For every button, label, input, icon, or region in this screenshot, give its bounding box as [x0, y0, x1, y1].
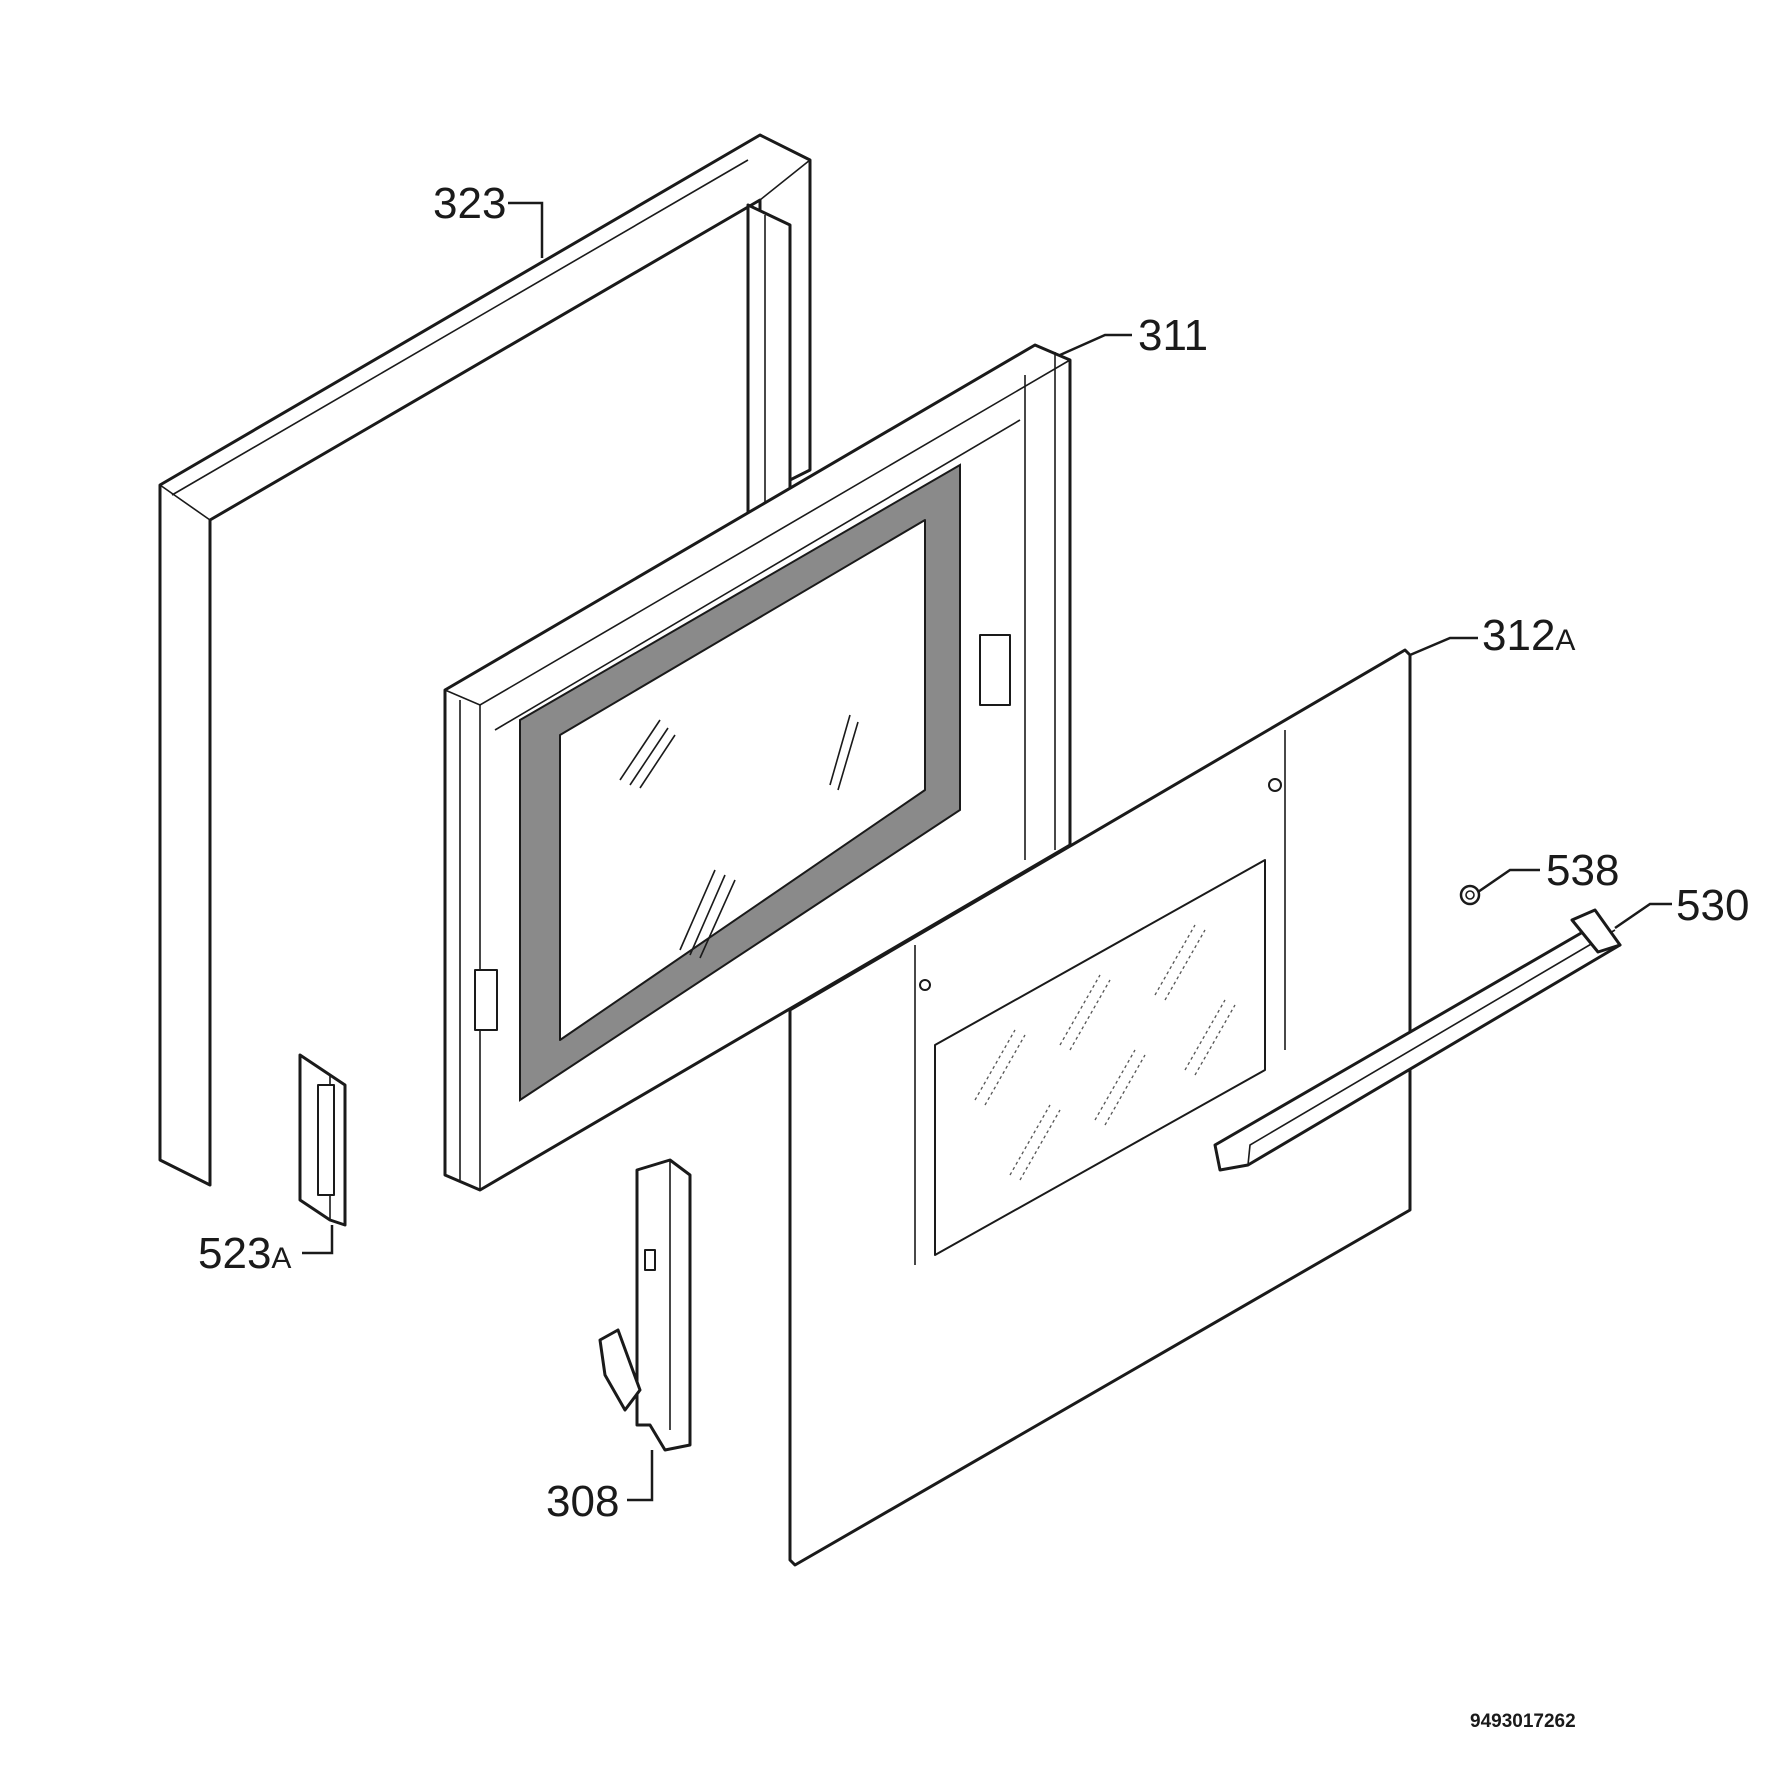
leader-312a [1409, 636, 1478, 657]
document-number: 9493017262 [1470, 1711, 1576, 1732]
label-312a: 312A [1482, 611, 1575, 660]
inner-door-part-311 [443, 343, 1072, 1192]
label-538: 538 [1546, 846, 1619, 895]
leader-311 [1059, 333, 1132, 357]
label-530: 530 [1676, 881, 1749, 930]
label-523a: 523A [198, 1229, 291, 1278]
leader-323 [508, 201, 544, 258]
leader-538 [1477, 868, 1540, 894]
leader-523a [302, 1225, 334, 1255]
leader-308 [627, 1450, 654, 1502]
latch-part-523a [298, 1053, 347, 1227]
label-323: 323 [433, 179, 506, 228]
label-308: 308 [546, 1477, 619, 1526]
leader-530 [1614, 902, 1672, 930]
cap-part-538 [1459, 884, 1481, 906]
leader-lines [302, 201, 1672, 1502]
hinge-part-308 [598, 1158, 692, 1452]
outer-glass-part-312a [788, 648, 1412, 1567]
handle-part-530 [1213, 908, 1622, 1172]
label-311: 311 [1138, 311, 1208, 360]
